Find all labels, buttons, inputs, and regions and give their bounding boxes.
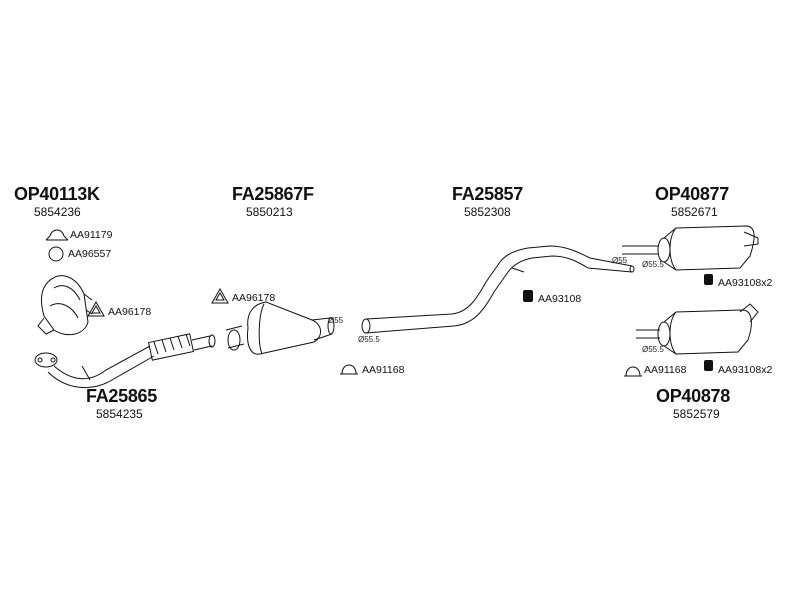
gasket-icon-96178-b: [212, 289, 228, 303]
hanger-icon-93108-mid: [523, 290, 533, 302]
part-code-cat-front: OP40113K: [14, 184, 100, 204]
hanger-icon-93108-bottom: [704, 360, 713, 371]
diameter-label-rear-a-55-5: Ø55.5: [642, 260, 664, 269]
component-label-clamp-91168-a: AA91168: [362, 364, 405, 376]
diameter-label-rear-b-55-5: Ø55.5: [642, 345, 664, 354]
part-number-tail-pipe: 5852308: [464, 205, 511, 219]
clamp-icon-91168-a: [340, 365, 358, 374]
component-label-clamp-91168-b: AA91168: [644, 364, 687, 376]
part-code-tail-pipe: FA25857: [452, 184, 523, 204]
diameter-label-mid-55-5: Ø55.5: [358, 335, 380, 344]
part-code-front-pipe: FA25865: [86, 386, 157, 406]
component-label-gasket-96178-b: AA96178: [232, 292, 276, 304]
part-code-rear-b: OP40878: [656, 386, 730, 406]
middle-silencer: [226, 302, 334, 354]
tail-pipe: [362, 246, 634, 333]
part-number-front-pipe: 5854235: [96, 407, 143, 421]
component-label-hanger-93108-mid: AA93108: [538, 293, 582, 305]
part-number-rear-b: 5852579: [673, 407, 720, 421]
component-label-gasket-96178-a: AA96178: [108, 306, 152, 318]
diameter-label-mid-55: Ø55: [328, 316, 344, 325]
part-code-rear-a: OP40877: [655, 184, 729, 204]
clamp-icon-91179: [46, 230, 68, 240]
rear-silencer-a: [622, 226, 758, 270]
part-number-rear-a: 5852671: [671, 205, 718, 219]
part-number-middle: 5850213: [246, 205, 293, 219]
part-number-cat-front: 5854236: [34, 205, 81, 219]
hanger-icon-93108-top: [704, 274, 713, 285]
component-label-ring-96557: AA96557: [68, 248, 112, 260]
clamp-icon-91168-b: [624, 367, 642, 376]
component-label-clamp-91179: AA91179: [70, 229, 113, 241]
part-code-middle: FA25867F: [232, 184, 314, 204]
ring-icon-96557: [49, 247, 63, 261]
rear-silencer-b: [636, 304, 758, 354]
component-label-hanger-93108-bottom: AA93108x2: [718, 364, 773, 376]
component-label-hanger-93108-top: AA93108x2: [718, 277, 773, 289]
front-pipe: [35, 334, 215, 388]
diameter-label-tail-55: Ø55: [612, 256, 628, 265]
catalytic-converter: [38, 276, 92, 335]
gasket-icon-96178-a: [88, 302, 104, 316]
